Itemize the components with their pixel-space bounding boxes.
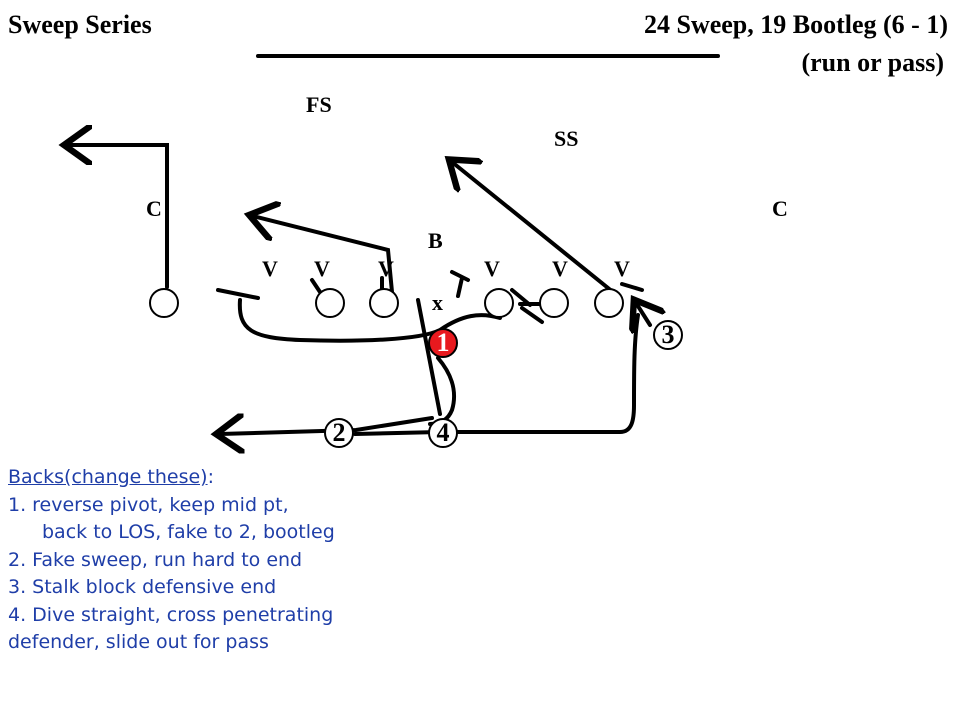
offensive-guard [369,288,399,318]
guard-release-route [253,216,394,294]
page-title: Sweep Series [8,10,152,39]
corner-left: C [146,196,162,221]
note-line: 1. reverse pivot, keep mid pt, [8,493,289,516]
linebacker: B [428,228,443,253]
offensive-tackle [539,288,569,318]
back-1-quarterback: 1 [428,328,458,358]
note-line: 4. Dive straight, cross penetrating [8,603,334,626]
tight-end-route [452,162,615,294]
end-route [68,145,169,289]
block-mark [450,270,470,282]
defensive-lineman: V [314,256,330,281]
corner-right: C [772,196,788,221]
notes-header: Backs(change these) [8,466,208,488]
back-4: 4 [428,418,458,448]
block-mark [620,282,644,292]
note-line: 3. Stalk block defensive end [8,576,277,598]
pull-path [237,298,502,343]
tight-end [594,288,624,318]
dive-route [353,313,640,436]
free-safety: FS [306,92,332,117]
block-mark [216,288,260,300]
block-mark [456,276,464,298]
note-line: back to LOS, fake to 2, bootleg [42,521,335,543]
back-assignments: Backs(change these): 1. reverse pivot, k… [8,464,335,657]
note-line: 2. Fake sweep, run hard to end [8,548,303,571]
offensive-tackle [315,288,345,318]
defensive-lineman: V [262,256,278,281]
qb-drop [416,298,442,416]
play-name: 24 Sweep, 19 Bootleg (6 - 1) [643,10,948,39]
strong-safety: SS [554,126,579,151]
back-2: 2 [324,418,354,448]
defensive-lineman: V [484,256,500,281]
center-mark: x [432,290,443,315]
back-3: 3 [653,320,683,350]
defensive-lineman: V [614,256,630,281]
note-line: defender, slide out for pass [8,631,269,653]
defensive-lineman: V [552,256,568,281]
play-subtitle: (run or pass) [801,48,944,77]
block-mark [520,306,544,324]
sweep-route [220,418,434,434]
defensive-lineman: V [378,256,394,281]
offensive-end [149,288,179,318]
offensive-guard [484,288,514,318]
back-3-route [636,303,650,325]
